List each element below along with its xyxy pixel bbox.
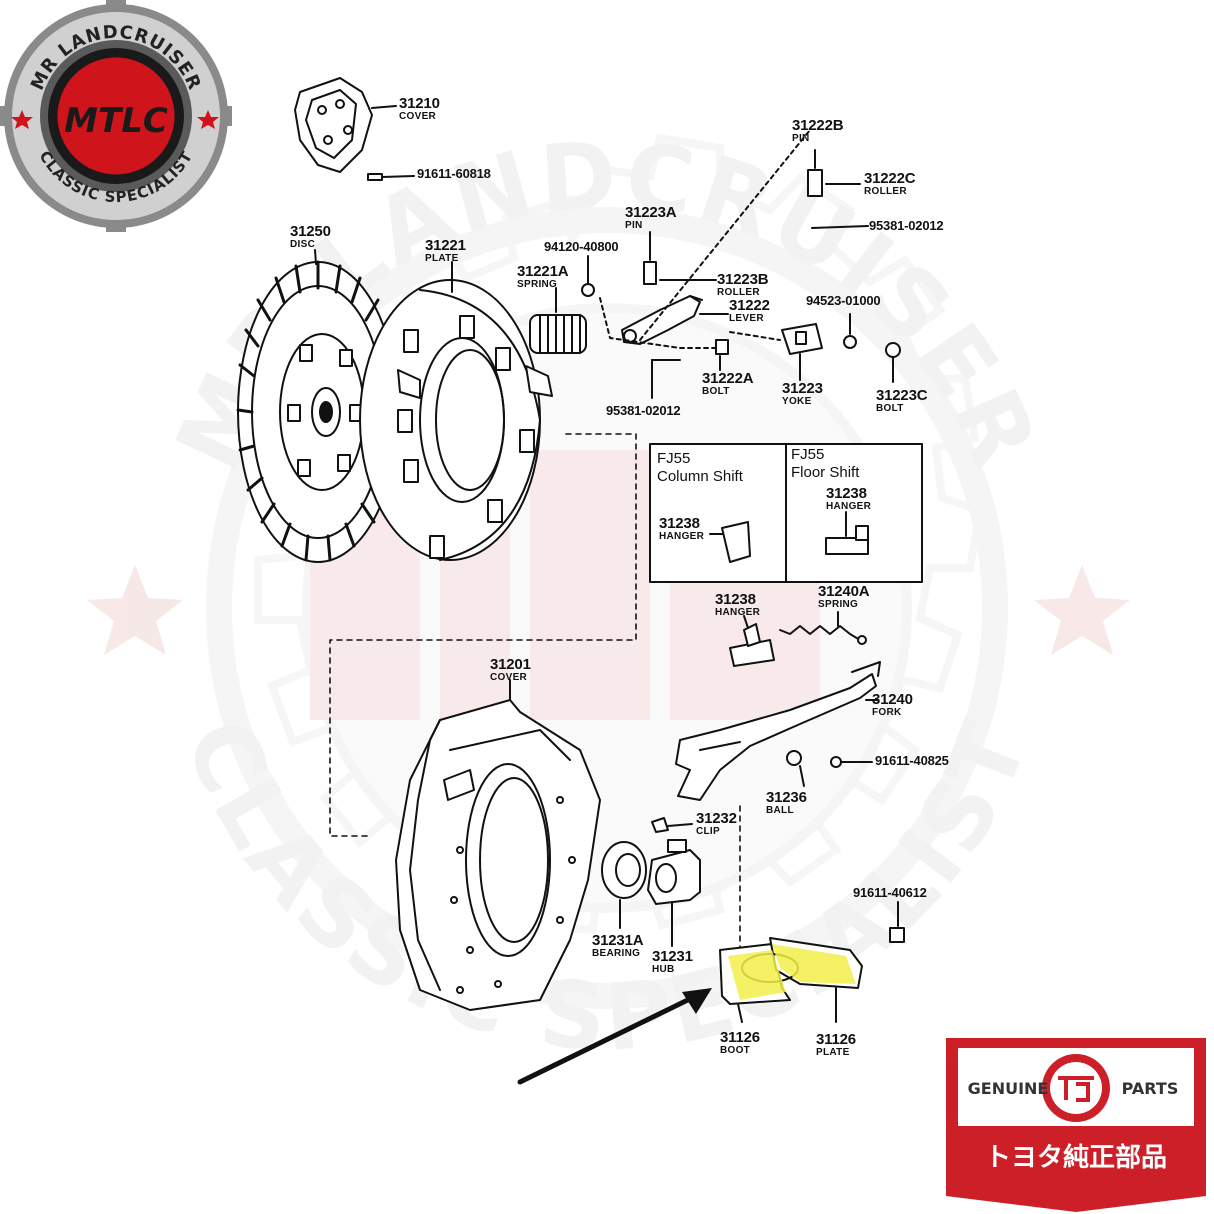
label-91611-40825: 91611-40825 — [875, 753, 949, 768]
logo-star-right-icon — [197, 110, 219, 129]
bellhousing-cover-drawing — [395, 679, 601, 1011]
toyota-emblem-icon — [1058, 1076, 1094, 1102]
release-fork-drawing — [675, 661, 881, 801]
label-91611-60818: 91611-60818 — [417, 166, 491, 181]
hanger-spring-drawing — [729, 611, 867, 667]
release-lever-drawing — [599, 129, 901, 399]
spring-31221A-drawing — [529, 255, 595, 354]
label-95381-02012-top: 95381-02012 — [869, 218, 944, 233]
bolt-91611-40612-drawing — [889, 901, 905, 943]
label-94120-40800: 94120-40800 — [544, 239, 619, 254]
pointer-arrow — [517, 988, 712, 1085]
release-bearing-drawing — [601, 817, 701, 947]
label-94523-01000: 94523-01000 — [806, 293, 881, 308]
clutch-disc-drawing — [236, 249, 400, 563]
logo-monogram: MTLC — [64, 101, 168, 141]
label-91611-40612: 91611-40612 — [853, 885, 927, 900]
badge-parts-text: PARTS — [1122, 1079, 1179, 1098]
logo-star-left-icon — [11, 110, 33, 129]
badge-genuine-text: GENUINE — [968, 1079, 1049, 1098]
cover-31210-drawing — [294, 77, 415, 181]
logo-gear — [0, 0, 232, 232]
badge-japanese-text: トヨタ純正部品 — [985, 1142, 1167, 1173]
dashed-guides — [329, 433, 741, 961]
label-95381-02012-bottom: 95381-02012 — [606, 403, 681, 418]
highlight-overlay — [728, 944, 856, 1000]
inset-box — [649, 443, 923, 583]
pressure-plate-drawing — [359, 261, 553, 561]
